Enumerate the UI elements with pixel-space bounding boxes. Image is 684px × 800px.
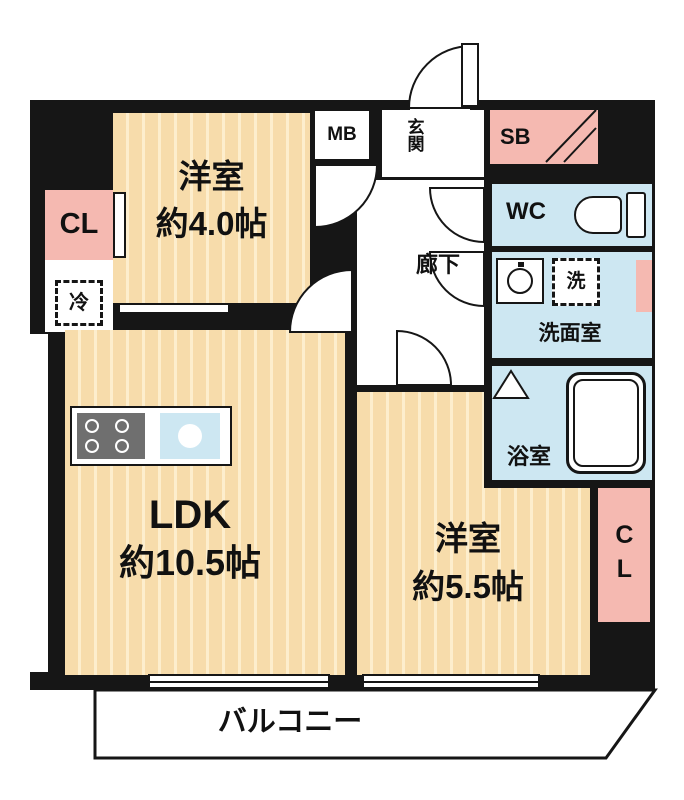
entrance-area xyxy=(382,110,484,180)
toilet-tank xyxy=(626,192,646,238)
bathroom-bottom-wall xyxy=(484,480,652,488)
closet-left: CL xyxy=(45,190,113,260)
burner-icon xyxy=(115,419,129,433)
bedroom1-name-label: 洋室 xyxy=(178,158,245,195)
burner-icon xyxy=(85,439,99,453)
kitchen-counter xyxy=(70,406,232,466)
shoe-box-label: SB xyxy=(500,124,531,149)
left-wall-outside xyxy=(30,334,48,672)
balcony-label: バルコニー xyxy=(217,706,363,738)
bathroom-label: 浴室 xyxy=(506,444,551,469)
ldk-size-label: 約10.5帖 xyxy=(118,542,262,583)
meter-box-label: MB xyxy=(327,124,357,146)
burner-icon xyxy=(85,419,99,433)
bathroom-left-wall xyxy=(484,366,492,488)
entrance-door-leaf xyxy=(461,43,479,107)
window-ldk xyxy=(148,674,330,689)
sink-icon xyxy=(160,413,220,459)
window-rail xyxy=(364,680,538,683)
sink-bowl xyxy=(178,424,202,448)
ldk-name-label: LDK xyxy=(148,493,232,537)
ldk-floor xyxy=(65,330,345,675)
closet-left-door xyxy=(113,192,126,258)
toilet-icon xyxy=(574,189,646,241)
bathtub-inner xyxy=(573,379,639,467)
meter-box: MB xyxy=(312,108,372,162)
entrance-label: 玄関 xyxy=(404,118,424,152)
washbasin-bowl xyxy=(507,268,533,294)
bedroom2-size-label: 約5.5帖 xyxy=(412,568,524,605)
bathtub-icon xyxy=(566,372,646,474)
window-bedroom2 xyxy=(362,674,540,689)
washroom-pink-strip xyxy=(636,260,652,312)
washroom-label: 洗面室 xyxy=(538,322,602,345)
toilet-bowl xyxy=(574,196,622,234)
washer-label: 洗 xyxy=(566,271,586,293)
hallway-label: 廊下 xyxy=(415,252,460,277)
closet-right: CL xyxy=(598,488,650,622)
bedroom1-sliding-door xyxy=(118,303,230,314)
bedroom1-size-label: 約4.0帖 xyxy=(155,205,268,242)
toilet-room xyxy=(492,184,652,246)
washer-box: 洗 xyxy=(552,258,600,306)
stove-icon xyxy=(77,413,145,459)
hallway-area xyxy=(357,180,484,385)
burner-icon xyxy=(115,439,129,453)
closet-right-label: CL xyxy=(610,521,639,589)
washbasin-icon xyxy=(496,258,544,304)
fridge-label: 冷 xyxy=(69,291,89,314)
bedroom1-floor xyxy=(113,113,310,303)
closet-left-label: CL xyxy=(59,208,99,241)
bedroom2-name-label: 洋室 xyxy=(435,520,501,557)
fridge-box: 冷 xyxy=(55,280,103,326)
window-rail xyxy=(150,680,328,683)
toilet-label: WC xyxy=(506,198,546,225)
washbasin-tap xyxy=(518,262,524,267)
